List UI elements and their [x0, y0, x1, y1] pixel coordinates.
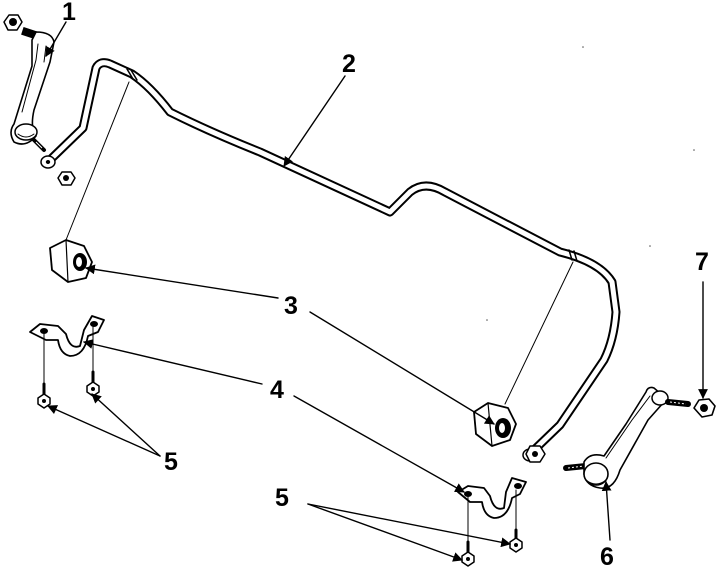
bushing-position-line-right: [504, 261, 574, 405]
callout-3: 3: [284, 292, 298, 320]
callout-2: 2: [342, 50, 356, 78]
bushing-left: [49, 239, 93, 283]
speck: [486, 319, 488, 321]
leader-lines: [45, 21, 708, 562]
bracket-right: [457, 477, 527, 545]
callout-5-right: 5: [275, 484, 289, 512]
bushing-right: [473, 402, 517, 447]
link-lower-nut-right: [525, 445, 546, 463]
bolt-right-a: [461, 540, 475, 567]
bolt-right-b: [509, 528, 523, 553]
link-upper-nut-right: [693, 398, 716, 418]
callout-6: 6: [600, 543, 614, 571]
callout-5-left: 5: [164, 448, 178, 476]
stabilizer-link-left: [3, 14, 55, 152]
speck: [582, 46, 584, 48]
link-lower-nut-left: [57, 171, 76, 186]
speck: [649, 245, 651, 247]
bushing-position-line-left: [65, 81, 130, 241]
link-nut-left: [3, 14, 23, 31]
stabilizer-link-right: [563, 386, 691, 489]
callout-1: 1: [62, 0, 76, 26]
stabilizer-bar: [40, 58, 621, 462]
speck: [693, 149, 695, 151]
bolt-left-b: [86, 370, 100, 397]
callout-7: 7: [695, 248, 709, 276]
callout-4: 4: [270, 376, 284, 404]
bolt-left-a: [37, 382, 51, 409]
